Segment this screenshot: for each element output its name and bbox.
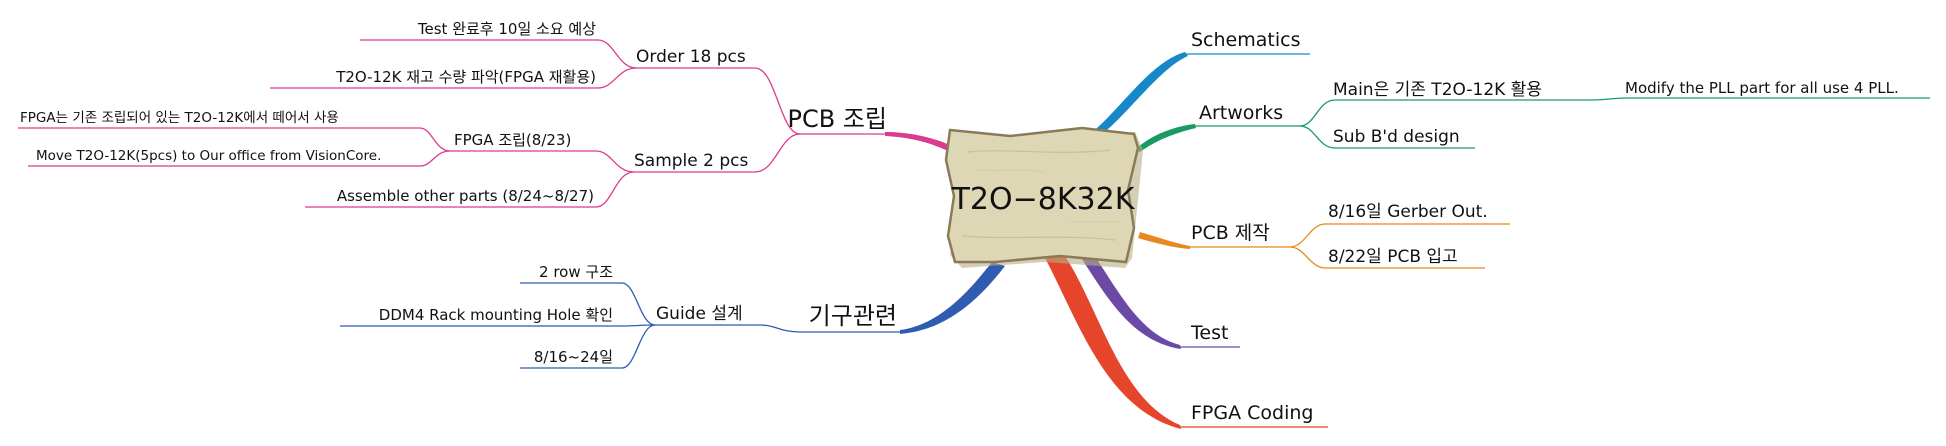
detail-assemble-other[interactable]: Assemble other parts (8/24~8/27) [337, 187, 594, 205]
detail-rack-hole[interactable]: DDM4 Rack mounting Hole 확인 [379, 306, 613, 324]
connector-sample [634, 133, 801, 173]
detail-test-after[interactable]: Test 완료후 10일 소요 예상 [417, 20, 596, 38]
subtopic-order-text: Order 18 pcs [636, 47, 746, 67]
detail-fpga-assy[interactable]: FPGA 조립(8/23) [454, 131, 571, 149]
connector-artworks-sub [1299, 125, 1475, 149]
detail-guide-date[interactable]: 8/16~24일 [534, 348, 613, 366]
topic-schematics[interactable]: Schematics [1191, 29, 1300, 51]
connector-hole [340, 324, 656, 327]
detail-fpga-reuse[interactable]: FPGA는 기존 조립되어 있는 T2O-12K에서 떼어서 사용 [20, 110, 339, 126]
central-node[interactable]: T2O−8K32K [944, 126, 1143, 268]
connector-pcb-in [1289, 246, 1485, 269]
subtopic-main-detail[interactable]: Modify the PLL part for all use 4 PLL. [1625, 79, 1899, 97]
parchment-grain [961, 235, 1116, 241]
branch-pcb-assy [885, 132, 952, 152]
topic-mech[interactable]: 기구관련 [809, 302, 897, 330]
connector-row [520, 282, 656, 326]
connector-move [28, 150, 451, 167]
topic-pcb-make[interactable]: PCB 제작 [1191, 222, 1270, 244]
central-title: T2O−8K32K [951, 182, 1136, 217]
detail-stock-check[interactable]: T2O-12K 재고 수량 파악(FPGA 재활용) [335, 68, 596, 86]
parchment-grain [974, 169, 1046, 173]
subtopic-order[interactable]: Order 18 pcs [636, 47, 746, 67]
central-node-parchment [944, 126, 1140, 264]
connector-fpga [450, 150, 635, 173]
detail-2row[interactable]: 2 row 구조 [539, 263, 613, 281]
connector-other [305, 171, 635, 208]
subtopic-sub-board[interactable]: Sub B'd design [1333, 127, 1460, 147]
subtopic-gerber[interactable]: 8/16일 Gerber Out. [1328, 202, 1488, 222]
parchment-grain [967, 149, 1111, 153]
underline-guide [655, 324, 801, 333]
connector-order [636, 67, 801, 135]
subtopic-main[interactable]: Main은 기존 T2O-12K 활용 [1333, 80, 1542, 100]
branch-mech [900, 262, 1005, 334]
connector-artworks-main [1299, 99, 1590, 127]
branch-pcb-make [1138, 232, 1190, 249]
parchment-grain [1069, 220, 1121, 223]
branch-schematics [1090, 52, 1188, 134]
detail-move-boards[interactable]: Move T2O-12K(5pcs) to Our office from Vi… [36, 148, 381, 164]
topic-artworks[interactable]: Artworks [1199, 102, 1283, 124]
subtopic-pcb-in[interactable]: 8/22일 PCB 입고 [1328, 247, 1458, 267]
topic-pcb-assy[interactable]: PCB 조립 [788, 105, 887, 133]
connector-test-after [360, 39, 637, 69]
connector-fpga-reuse [18, 127, 451, 152]
connector-gerber [1289, 223, 1510, 248]
connector-main-detail [1589, 97, 1930, 101]
topic-fpga-coding[interactable]: FPGA Coding [1191, 402, 1313, 424]
branch-artworks [1135, 124, 1196, 152]
branch-fpga-coding [1045, 256, 1181, 429]
branch-test [1080, 252, 1181, 349]
connector-date [520, 324, 656, 369]
subtopic-guide[interactable]: Guide 설계 [656, 304, 743, 324]
topic-test[interactable]: Test [1190, 322, 1228, 344]
subtopic-sample[interactable]: Sample 2 pcs [634, 151, 749, 171]
connector-stock [270, 67, 637, 89]
